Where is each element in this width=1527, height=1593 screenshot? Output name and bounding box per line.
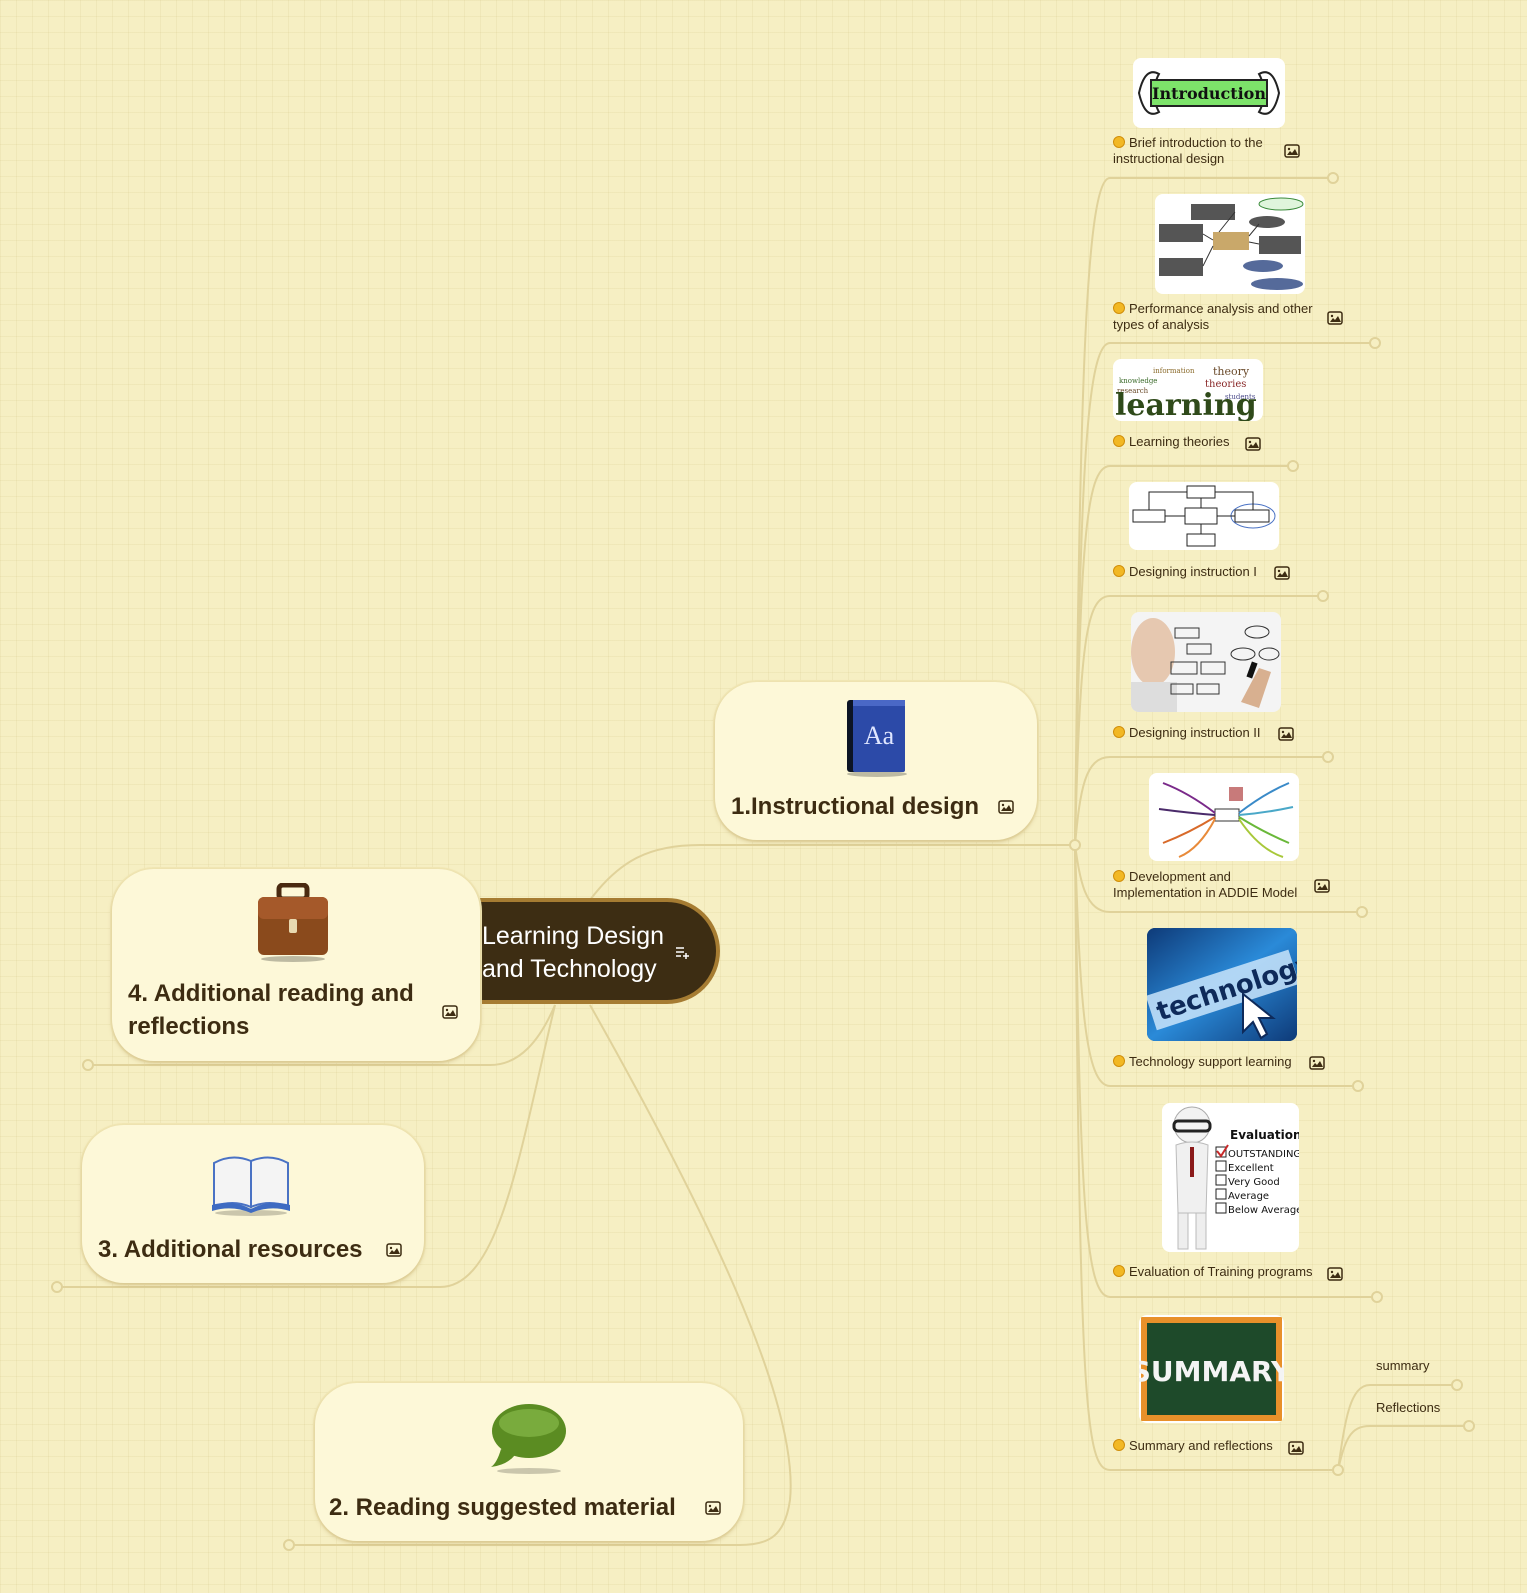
introduction-image-text: Introduction bbox=[1152, 84, 1266, 103]
topic-instructional-design[interactable]: Aa 1.Instructional design bbox=[715, 682, 1037, 840]
image-icon[interactable] bbox=[1314, 879, 1330, 893]
smiley-icon bbox=[1113, 1265, 1125, 1277]
open-book-icon bbox=[212, 1156, 290, 1216]
smiley-icon bbox=[1113, 1055, 1125, 1067]
introduction-image[interactable]: Introduction bbox=[1133, 58, 1285, 128]
topic-label: 1.Instructional design bbox=[731, 793, 980, 820]
svg-text:Very Good: Very Good bbox=[1228, 1177, 1280, 1188]
subtopic-evaluation-training[interactable]: Evaluation of Training programs bbox=[1113, 1264, 1313, 1280]
svg-text:theories: theories bbox=[1205, 379, 1246, 390]
topic-additional-reading[interactable]: 4. Additional reading and reflections bbox=[112, 869, 480, 1061]
image-icon[interactable] bbox=[1274, 566, 1290, 580]
svg-text:Below Average: Below Average bbox=[1228, 1205, 1299, 1216]
addie-flow-diagram-image[interactable] bbox=[1129, 482, 1279, 550]
addie-mind-map-image[interactable] bbox=[1149, 773, 1299, 861]
svg-text:Excellent: Excellent bbox=[1228, 1163, 1274, 1174]
topic-reading-suggested-material[interactable]: 2. Reading suggested material bbox=[315, 1383, 743, 1541]
evaluation-checklist-image[interactable]: Evaluation OUTSTANDING Excellent Very Go… bbox=[1162, 1103, 1299, 1252]
notes-icon[interactable] bbox=[674, 944, 690, 960]
smiley-icon bbox=[1113, 870, 1125, 882]
leaf-summary[interactable]: summary bbox=[1376, 1358, 1430, 1373]
evaluation-image-title: Evaluation bbox=[1230, 1128, 1299, 1142]
image-icon[interactable] bbox=[386, 1243, 402, 1257]
leaf-reflections[interactable]: Reflections bbox=[1376, 1400, 1441, 1415]
technology-image[interactable]: technology bbox=[1147, 928, 1297, 1041]
smiley-icon bbox=[1113, 302, 1125, 314]
svg-text:Average: Average bbox=[1228, 1191, 1269, 1202]
image-icon[interactable] bbox=[1327, 1267, 1343, 1281]
subtopic-learning-theories[interactable]: Learning theories bbox=[1113, 434, 1229, 450]
speech-bubble-icon bbox=[491, 1404, 566, 1474]
topic-label: 3. Additional resources bbox=[98, 1236, 363, 1263]
image-icon[interactable] bbox=[1245, 437, 1261, 451]
svg-text:Aa: Aa bbox=[864, 721, 895, 750]
learning-image-text: learning bbox=[1115, 388, 1257, 421]
subtopic-development-implementation[interactable]: Development and Implementation in ADDIE … bbox=[1113, 869, 1298, 900]
summary-image-text: SUMMARY bbox=[1139, 1355, 1284, 1388]
subtopic-brief-introduction[interactable]: Brief introduction to the instructional … bbox=[1113, 135, 1263, 166]
smiley-icon bbox=[1113, 565, 1125, 577]
svg-text:research: research bbox=[1117, 387, 1149, 395]
woman-drawing-flowchart-image[interactable] bbox=[1131, 612, 1281, 712]
image-icon[interactable] bbox=[442, 1005, 458, 1019]
summary-chalkboard-image[interactable]: SUMMARY bbox=[1139, 1315, 1284, 1423]
subtopic-performance-analysis[interactable]: Performance analysis and other types of … bbox=[1113, 301, 1313, 332]
central-topic-label: Learning Design and Technology bbox=[482, 922, 665, 983]
image-icon[interactable] bbox=[1284, 144, 1300, 158]
topic-label: 2. Reading suggested material bbox=[329, 1494, 676, 1521]
topic-additional-resources[interactable]: 3. Additional resources bbox=[82, 1125, 424, 1283]
smiley-icon bbox=[1113, 1439, 1125, 1451]
image-icon[interactable] bbox=[998, 800, 1014, 814]
svg-text:knowledge: knowledge bbox=[1119, 377, 1157, 385]
performance-analysis-diagram-image[interactable] bbox=[1155, 194, 1305, 294]
image-icon[interactable] bbox=[1278, 727, 1294, 741]
subtopic-technology-support-learning[interactable]: Technology support learning bbox=[1113, 1054, 1292, 1070]
image-icon[interactable] bbox=[1288, 1441, 1304, 1455]
smiley-icon bbox=[1113, 136, 1125, 148]
learning-word-cloud-image[interactable]: theory theories knowledge information st… bbox=[1113, 359, 1263, 421]
svg-text:students: students bbox=[1225, 393, 1256, 401]
image-icon[interactable] bbox=[705, 1501, 721, 1515]
image-icon[interactable] bbox=[1327, 311, 1343, 325]
image-icon[interactable] bbox=[1309, 1056, 1325, 1070]
subtopic-summary-reflections[interactable]: Summary and reflections bbox=[1113, 1438, 1273, 1454]
smiley-icon bbox=[1113, 726, 1125, 738]
svg-text:OUTSTANDING: OUTSTANDING bbox=[1228, 1149, 1299, 1160]
svg-text:theory: theory bbox=[1213, 365, 1250, 378]
subtopic-designing-instruction-1[interactable]: Designing instruction I bbox=[1113, 564, 1257, 580]
subtopic-designing-instruction-2[interactable]: Designing instruction II bbox=[1113, 725, 1261, 741]
svg-text:information: information bbox=[1153, 367, 1195, 375]
dictionary-book-icon: Aa bbox=[847, 700, 907, 777]
briefcase-icon bbox=[258, 883, 328, 962]
topic-label: 4. Additional reading and reflections bbox=[128, 980, 414, 1040]
smiley-icon bbox=[1113, 435, 1125, 447]
